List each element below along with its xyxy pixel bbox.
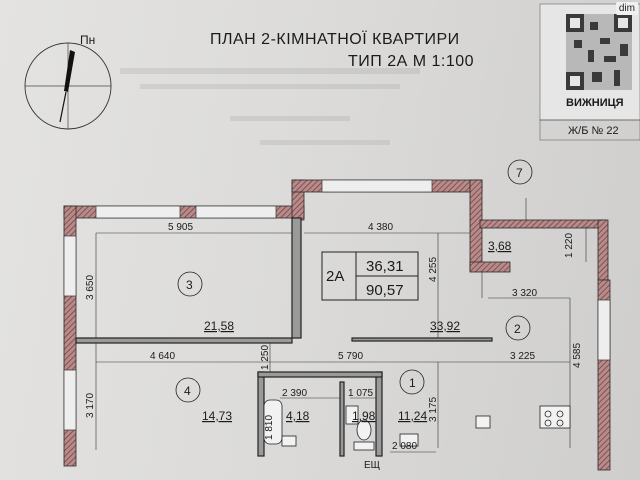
apartment-type: 2А <box>326 268 344 285</box>
building-label: Ж/Б № 22 <box>568 125 619 137</box>
qr-code-stamp <box>539 3 640 141</box>
dim-4640: 4 640 <box>150 351 175 362</box>
room1-area: 11,24 <box>398 409 427 423</box>
meter-label: ЕЩ <box>364 460 380 471</box>
plan-title-line1: ПЛАН 2-КІМНАТНОЇ КВАРТИРИ <box>210 30 460 48</box>
room-number-3: 3 <box>186 278 193 292</box>
dim-1220: 1 220 <box>564 233 575 258</box>
room-number-7: 7 <box>516 166 523 180</box>
dim-3175: 3 175 <box>428 397 439 422</box>
dim-1075: 1 075 <box>348 388 373 399</box>
living-area-value: 36,31 <box>366 258 404 275</box>
kitchen-fixtures <box>475 405 571 429</box>
wc-area: 1,98 <box>352 409 376 423</box>
room-number-1: 1 <box>409 376 416 390</box>
bathroom-legend-box <box>399 433 419 447</box>
north-label: Пн <box>80 33 95 47</box>
room4-area: 14,73 <box>202 409 232 423</box>
dim-3650: 3 650 <box>85 275 96 300</box>
dim-3170: 3 170 <box>85 393 96 418</box>
city-label: ВИЖНИЦЯ <box>566 97 624 109</box>
dim-2080: 2 080 <box>392 441 417 452</box>
room3-area: 21,58 <box>204 319 234 333</box>
dim-4585: 4 585 <box>572 343 583 368</box>
watermark-badge: dim <box>615 2 638 15</box>
balcony-area: 3,68 <box>488 239 512 253</box>
bathroom-fixtures <box>263 399 375 451</box>
dim-3225: 3 225 <box>510 351 535 362</box>
dim-4380: 4 380 <box>368 222 393 233</box>
dim-1250: 1 250 <box>260 345 271 370</box>
dim-1810: 1 810 <box>264 415 275 440</box>
room-number-markers <box>175 159 533 403</box>
north-compass <box>24 42 112 130</box>
faded-background-text <box>120 68 420 145</box>
apartment-summary-box <box>321 251 419 301</box>
room-number-4: 4 <box>184 384 191 398</box>
room2-area: 33,92 <box>430 319 460 333</box>
total-area-value: 90,57 <box>366 282 404 299</box>
interior-walls <box>75 217 493 457</box>
room-number-2: 2 <box>514 322 521 336</box>
dim-2390: 2 390 <box>282 388 307 399</box>
dim-5790: 5 790 <box>338 351 363 362</box>
dim-3320: 3 320 <box>512 288 537 299</box>
dim-4255: 4 255 <box>428 257 439 282</box>
exterior-walls <box>63 179 611 471</box>
window-openings <box>63 179 611 431</box>
bathroom-area: 4,18 <box>286 409 310 423</box>
plan-title-line2: ТИП 2А М 1:100 <box>348 53 474 70</box>
dim-5905: 5 905 <box>168 222 193 233</box>
